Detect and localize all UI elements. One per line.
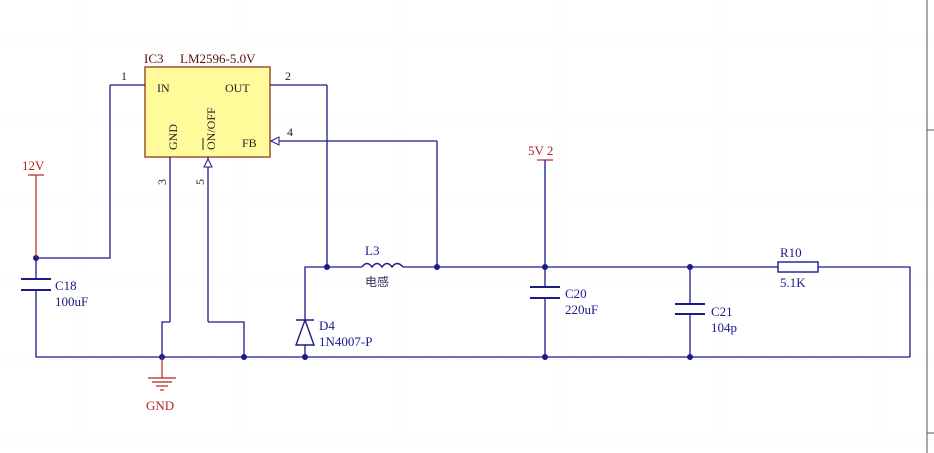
r10-ref: R10: [780, 245, 802, 260]
power-port-5v[interactable]: 5V 2: [528, 143, 553, 161]
gnd-label: GND: [146, 398, 174, 413]
ic3-pin2-num: 2: [285, 69, 291, 83]
d4-value: 1N4007-P: [319, 334, 372, 349]
junction-switch: [324, 264, 330, 270]
capacitor-c20[interactable]: C20 220uF: [530, 286, 598, 317]
wire-c18-bottom: [35, 290, 305, 358]
ic3-pin5-num: 5: [193, 179, 207, 185]
ic3-body: [144, 66, 271, 158]
r10-value: 5.1K: [780, 275, 806, 290]
power-12v-label: 12V: [22, 158, 45, 173]
ic3-regulator[interactable]: IC3 LM2596-5.0V IN OUT FB GND ON/OFF 1 2…: [110, 51, 437, 322]
ic3-pin-in-label: IN: [157, 81, 170, 95]
r10-body: [777, 261, 819, 273]
ic3-fb-arrow: [269, 136, 280, 146]
ic3-pin3-num: 3: [155, 179, 169, 185]
d4-ref: D4: [319, 318, 335, 333]
resistor-r10[interactable]: R10 5.1K: [763, 245, 838, 290]
power-port-12v[interactable]: 12V: [22, 158, 45, 258]
l3-ref: L3: [365, 243, 379, 258]
c21-ref: C21: [711, 304, 733, 319]
c20-ref: C20: [565, 286, 587, 301]
junction-c21-top: [687, 264, 693, 270]
junction-diode-gnd: [302, 354, 308, 360]
junction-5v: [542, 264, 548, 270]
wire-r10-gnd: [838, 266, 911, 357]
junction-c21-gnd: [687, 354, 693, 360]
wire-switch-node: [304, 266, 362, 313]
capacitor-c21[interactable]: C21 104p: [675, 303, 737, 335]
ic3-pin-fb-label: FB: [242, 136, 257, 150]
c21-value: 104p: [711, 320, 737, 335]
junction-c20-gnd: [542, 354, 548, 360]
diode-d4[interactable]: D4 1N4007-P: [295, 313, 372, 349]
wire-12v-in: [36, 85, 111, 259]
ic3-pin4-num: 4: [287, 125, 293, 139]
inductor-l3[interactable]: L3 电感: [361, 243, 404, 289]
c20-value: 220uF: [565, 302, 598, 317]
ic3-part: LM2596-5.0V: [180, 51, 256, 66]
ic3-pin-gnd-label: GND: [166, 124, 180, 150]
l3-value: 电感: [365, 274, 389, 289]
wire-pin5-gnd: [208, 321, 245, 357]
ic3-onoff-arrow: [203, 157, 213, 168]
ic3-pin-out-label: OUT: [225, 81, 250, 95]
c18-value: 100uF: [55, 294, 88, 309]
l3-coil: [361, 262, 404, 269]
ground-port[interactable]: GND: [146, 357, 176, 413]
ic3-pin1-num: 1: [121, 69, 127, 83]
wire-pin3-gnd: [161, 321, 170, 357]
wires: [35, 85, 911, 358]
ic3-pin-onoff-label: ON/OFF: [204, 107, 218, 150]
capacitor-c18[interactable]: C18 100uF: [21, 278, 88, 309]
junction-feedback: [434, 264, 440, 270]
c18-ref: C18: [55, 278, 77, 293]
power-5v-label: 5V 2: [528, 143, 553, 158]
junction-pin5-gnd: [241, 354, 247, 360]
ic3-ref: IC3: [144, 51, 164, 66]
d4-triangle: [295, 317, 315, 346]
